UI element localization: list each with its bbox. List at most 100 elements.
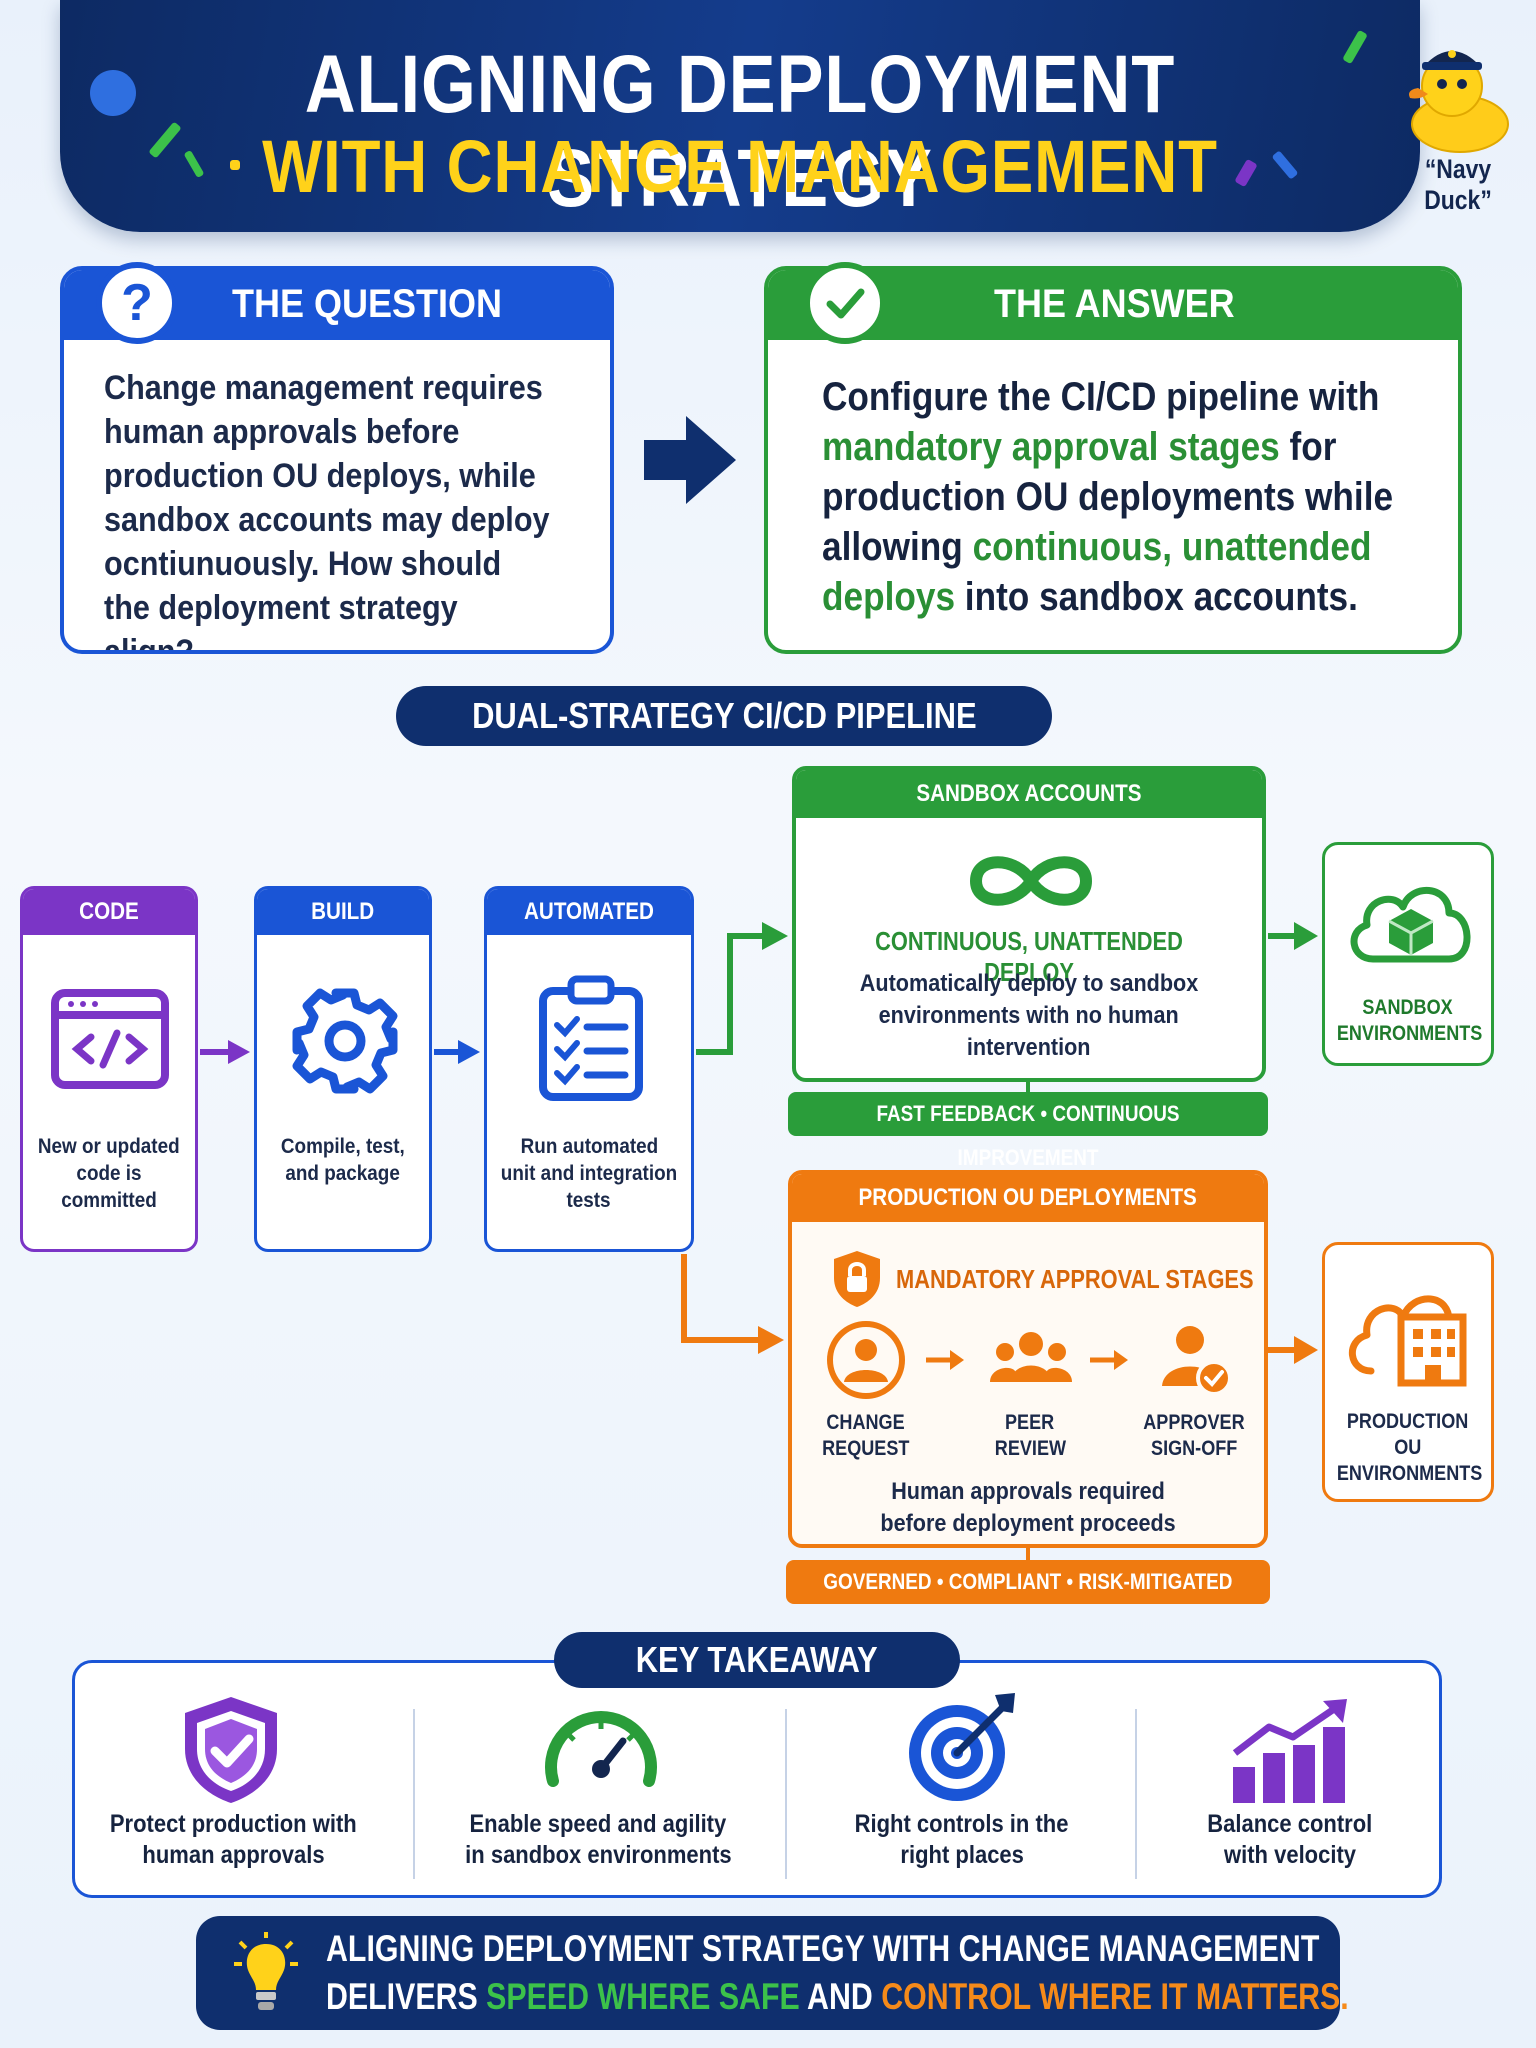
code-window-icon <box>51 989 169 1089</box>
banner-text-part: DELIVERS <box>326 1976 487 2017</box>
cloud-building-icon <box>1348 1295 1467 1387</box>
answer-text-part: Configure the CI/CD pipeline with <box>822 375 1380 419</box>
env-label-line: OU <box>1394 1436 1422 1459</box>
answer-text-part: into sandbox accounts. <box>955 575 1358 619</box>
production-environments: PRODUCTION OU ENVIRONMENTS <box>1322 1242 1494 1502</box>
pipeline-connectors <box>200 922 1318 1562</box>
divider <box>785 1709 787 1879</box>
sandbox-environments: SANDBOX ENVIRONMENTS <box>1322 842 1494 1066</box>
takeaway-item: Right controls in the right places <box>787 1663 1137 1895</box>
lightbulb-icon <box>234 1932 298 2010</box>
takeaway-item: Balance control with velocity <box>1137 1663 1443 1895</box>
takeaway-text-line: right places <box>900 1841 1024 1869</box>
stage-header: BUILD <box>257 889 429 935</box>
production-header: PRODUCTION OU DEPLOYMENTS <box>792 1174 1264 1222</box>
step-change-request: CHANGE REQUEST <box>796 1410 936 1462</box>
banner-highlight-green: SPEED WHERE SAFE <box>486 1976 800 2017</box>
pipeline-title-text: DUAL-STRATEGY CI/CD PIPELINE <box>471 695 977 736</box>
production-desc-line: before deployment proceeds <box>880 1510 1176 1537</box>
arrow-right-icon <box>1090 1350 1128 1370</box>
key-takeaway-panel: Protect production with human approvals … <box>72 1660 1442 1898</box>
key-takeaway-title: KEY TAKEAWAY <box>554 1632 960 1688</box>
production-ou-panel: PRODUCTION OU DEPLOYMENTS MANDATORY APPR… <box>788 1170 1268 1548</box>
banner-highlight-orange: CONTROL WHERE IT MATTERS. <box>881 1976 1349 2017</box>
sandbox-header-text: SANDBOX ACCOUNTS <box>916 780 1142 807</box>
stage-title: BUILD <box>311 898 375 925</box>
arrow-right-icon <box>926 1350 964 1370</box>
divider <box>1135 1709 1137 1879</box>
question-title: THE QUESTION <box>232 282 503 326</box>
step-label-line: CHANGE <box>826 1411 906 1434</box>
sandbox-strip-text: FAST FEEDBACK • CONTINUOUS IMPROVEMENT <box>876 1101 1180 1170</box>
approver-check-icon <box>1162 1326 1232 1396</box>
production-strip-text: GOVERNED • COMPLIANT • RISK-MITIGATED <box>823 1569 1233 1594</box>
stage-description: Compile, test, and package <box>257 1133 429 1187</box>
sandbox-header: SANDBOX ACCOUNTS <box>796 770 1262 818</box>
sandbox-title-text: CONTINUOUS, UNATTENDED DEPLOY <box>875 926 1183 987</box>
sandbox-desc-line: intervention <box>967 1034 1091 1061</box>
takeaway-text: Protect production with human approvals <box>75 1809 391 1871</box>
pipeline-section-title: DUAL-STRATEGY CI/CD PIPELINE <box>396 686 1052 746</box>
checkmark-icon <box>804 262 886 344</box>
growth-chart-icon <box>1232 1699 1347 1803</box>
stage-description: New or updated code is committed <box>23 1133 195 1214</box>
stage-automated-tests: AUTOMATED TESTS Run automated unit and i… <box>484 886 694 1252</box>
shield-lock-icon <box>834 1251 880 1307</box>
env-label-line: SANDBOX <box>1362 996 1454 1019</box>
team-icon <box>990 1332 1072 1382</box>
sandbox-env-label: SANDBOX ENVIRONMENTS <box>1325 995 1491 1047</box>
step-approver-signoff: APPROVER SIGN-OFF <box>1124 1410 1264 1462</box>
stage-desc-line: Compile, test, <box>281 1135 405 1158</box>
stage-title: CODE COMMIT <box>67 898 151 971</box>
sandbox-desc-line: environments with no human <box>878 1002 1180 1029</box>
step-label-line: REVIEW <box>994 1437 1066 1460</box>
production-header-text: PRODUCTION OU DEPLOYMENTS <box>858 1184 1198 1211</box>
key-takeaway-title-text: KEY TAKEAWAY <box>635 1639 879 1680</box>
checklist-icon <box>539 975 643 1101</box>
target-icon <box>909 1693 1015 1801</box>
conclusion-banner: ALIGNING DEPLOYMENT STRATEGY WITH CHANGE… <box>196 1916 1349 2030</box>
stage-desc-line: Run automated <box>520 1135 658 1158</box>
stage-build: BUILD Compile, test, and package <box>254 886 432 1252</box>
navy-duck-mascot: “Navy Duck” <box>1388 36 1528 215</box>
production-benefits-strip: GOVERNED • COMPLIANT • RISK-MITIGATED <box>786 1560 1270 1604</box>
step-label-line: PEER <box>1005 1411 1055 1434</box>
answer-title: THE ANSWER <box>994 282 1235 326</box>
takeaway-text-line: with velocity <box>1223 1841 1357 1869</box>
takeaway-text-line: Protect production with <box>109 1810 357 1838</box>
sandbox-accounts-panel: SANDBOX ACCOUNTS CONTINUOUS, UNATTENDED … <box>792 766 1266 1082</box>
cloud-cube-icon <box>1350 887 1471 963</box>
banner-line-2: DELIVERS SPEED WHERE SAFE AND CONTROL WH… <box>326 1976 1349 2018</box>
question-mark-icon: ? <box>96 262 178 344</box>
takeaway-text: Balance control with velocity <box>1137 1809 1443 1871</box>
stage-desc-line: unit and integration <box>500 1162 678 1185</box>
production-env-label: PRODUCTION OU ENVIRONMENTS <box>1325 1409 1491 1487</box>
speedometer-icon <box>545 1711 657 1787</box>
step-label-line: REQUEST <box>822 1437 910 1460</box>
answer-card: THE ANSWER Configure the CI/CD pipeline … <box>764 266 1462 654</box>
takeaway-text-line: in sandbox environments <box>464 1841 732 1869</box>
header-banner: ALIGNING DEPLOYMENT STRATEGY WITH CHANGE… <box>60 0 1420 232</box>
sandbox-description: Automatically deploy to sandbox environm… <box>796 968 1262 1064</box>
divider <box>413 1709 415 1879</box>
stage-desc-line: New or updated <box>38 1135 180 1158</box>
production-desc-line: Human approvals required <box>891 1478 1165 1505</box>
step-label-line: SIGN-OFF <box>1150 1437 1238 1460</box>
takeaway-text-line: Balance control <box>1207 1810 1373 1838</box>
production-description: Human approvals required before deployme… <box>792 1476 1264 1540</box>
shield-check-icon <box>185 1697 277 1803</box>
confetti-decoration <box>230 160 240 170</box>
takeaway-text-line: Right controls in the <box>855 1810 1069 1838</box>
person-icon <box>827 1321 905 1399</box>
banner-line-1: ALIGNING DEPLOYMENT STRATEGY WITH CHANGE… <box>326 1928 1320 1969</box>
stage-desc-line: code is committed <box>61 1162 157 1212</box>
env-label-line: PRODUCTION <box>1347 1410 1469 1433</box>
gear-icon <box>292 988 398 1094</box>
stage-code-commit: CODE COMMIT New or updated code is commi… <box>20 886 198 1252</box>
step-peer-review: PEER REVIEW <box>960 1410 1100 1462</box>
stage-title: AUTOMATED TESTS <box>524 898 654 971</box>
answer-highlight: mandatory approval stages <box>822 425 1280 469</box>
banner-text-part: AND <box>799 1976 882 2017</box>
stage-desc-line: and package <box>285 1162 401 1185</box>
question-text: Change management requires human approva… <box>104 369 550 654</box>
